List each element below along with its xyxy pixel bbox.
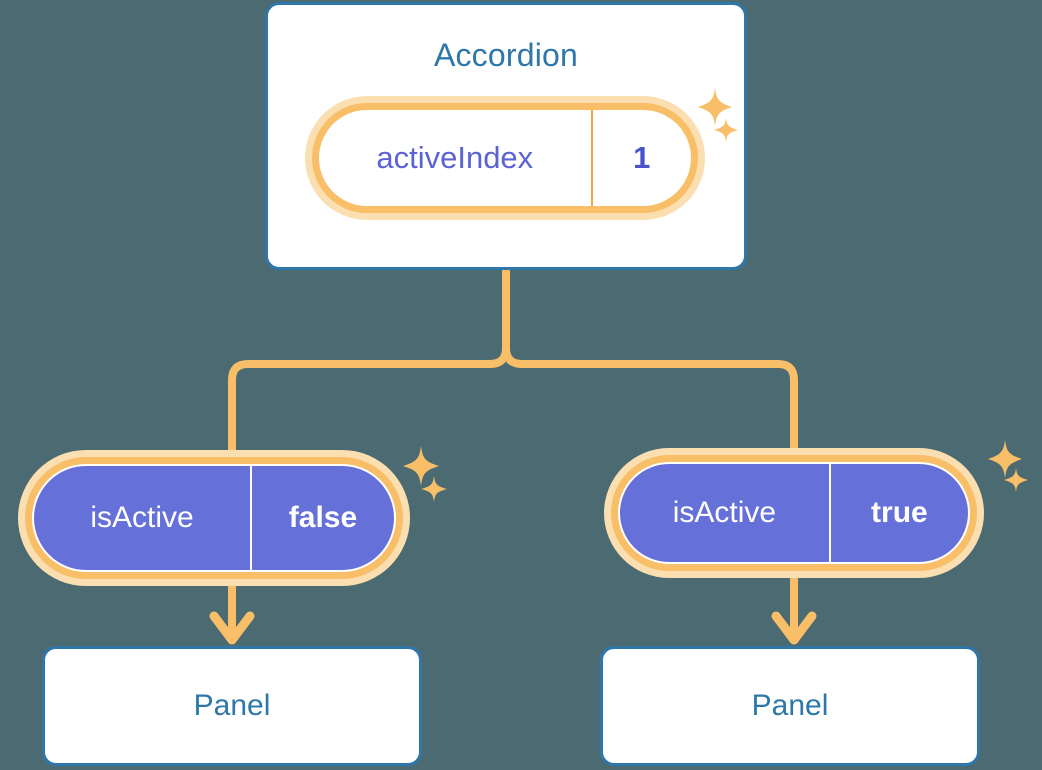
state-pill-active-index[interactable]: activeIndex 1	[305, 96, 705, 220]
page-title: Accordion	[433, 37, 579, 73]
wire-to-right-pill	[502, 268, 798, 454]
prop-pill-is-active-false[interactable]: isActive false	[18, 450, 410, 586]
arrow-down-icon-right	[771, 611, 817, 645]
wire-to-left-pill	[228, 268, 510, 456]
prop-key-label: isActive	[672, 496, 777, 529]
prop-value-label: true	[828, 464, 968, 562]
pill-body: isActive true	[618, 462, 970, 564]
pill-body: activeIndex 1	[319, 110, 691, 206]
panel-title: Panel	[193, 689, 271, 722]
state-value-label: 1	[590, 110, 691, 206]
arrow-down-icon-left	[209, 611, 255, 645]
panel-title: Panel	[751, 689, 829, 722]
panel-card-right[interactable]: Panel	[600, 646, 980, 766]
prop-key-label: isActive	[90, 501, 194, 534]
state-key-label: activeIndex	[376, 140, 534, 175]
panel-card-left[interactable]: Panel	[42, 646, 422, 766]
prop-value-label: false	[250, 466, 394, 570]
prop-pill-is-active-true[interactable]: isActive true	[604, 448, 984, 578]
pill-body: isActive false	[32, 464, 396, 572]
